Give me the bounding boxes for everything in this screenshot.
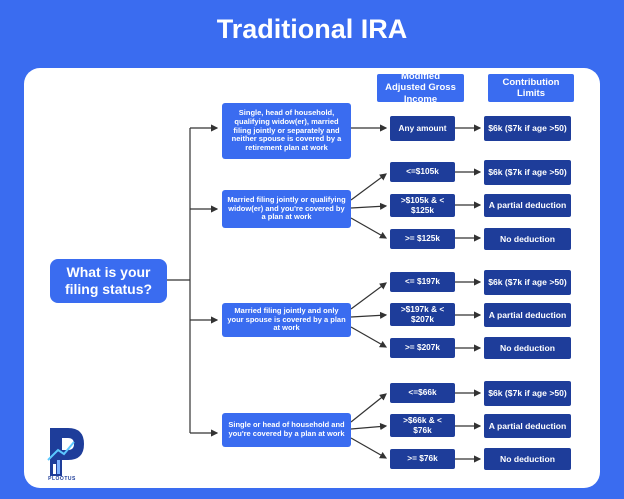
income-box: >= $207k xyxy=(390,338,455,358)
limit-box: A partial deduction xyxy=(484,303,571,327)
limit-box: No deduction xyxy=(484,228,571,250)
limit-box: $6k ($7k if age >50) xyxy=(484,270,571,295)
status-box-2: Married filing jointly or qualifying wid… xyxy=(222,190,351,228)
header-income: Modified Adjusted Gross Income xyxy=(377,71,464,105)
limit-box: A partial deduction xyxy=(484,194,571,217)
status-box-3: Married filing jointly and only your spo… xyxy=(222,303,351,337)
limit-box: $6k ($7k if age >50) xyxy=(484,160,571,185)
income-box: >$66k & < $76k xyxy=(390,414,455,437)
start-question: What is your filing status? xyxy=(50,259,167,303)
limit-box: $6k ($7k if age >50) xyxy=(484,116,571,141)
status-box-4: Single or head of household and you're c… xyxy=(222,413,351,447)
logo-text: PLOOTUS xyxy=(48,476,76,482)
income-box: <=$66k xyxy=(390,383,455,403)
header-limits: Contribution Limits xyxy=(488,74,574,102)
limit-box: No deduction xyxy=(484,337,571,359)
status-box-1: Single, head of household, qualifying wi… xyxy=(222,103,351,159)
income-box: <=$105k xyxy=(390,162,455,182)
limit-box: No deduction xyxy=(484,448,571,470)
income-box: >= $76k xyxy=(390,449,455,469)
income-box: >= $125k xyxy=(390,229,455,249)
limit-box: A partial deduction xyxy=(484,414,571,438)
page-title: Traditional IRA xyxy=(216,14,408,44)
income-box: Any amount xyxy=(390,116,455,141)
income-box: <= $197k xyxy=(390,272,455,292)
income-box: >$105k & < $125k xyxy=(390,194,455,217)
plootus-logo-icon xyxy=(47,428,84,476)
limit-box: $6k ($7k if age >50) xyxy=(484,381,571,406)
income-box: >$197k & < $207k xyxy=(390,303,455,326)
